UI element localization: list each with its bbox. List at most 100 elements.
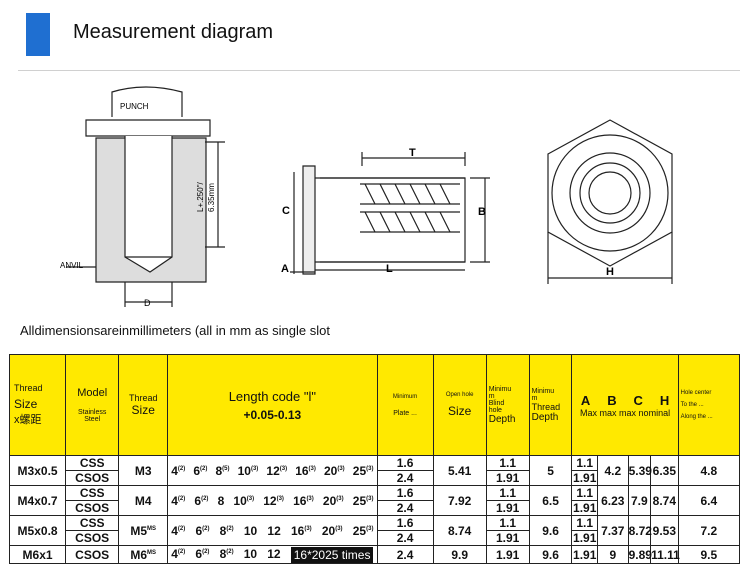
header-length-code-text: Length code "l" [228,388,316,404]
length-code-note: (3) [304,525,312,532]
cell-center: 9.5 [677,545,741,564]
cell-center: 4.8 [677,455,741,486]
cell-thread: M6MS [118,545,169,564]
cell-thread-depth: 6.5 [528,485,573,516]
cell-thread-depth: 9.6 [528,545,573,564]
cell-h: 8.74 [650,485,679,516]
header-steel-text: Steel [84,416,101,423]
cell-thread: M5MS [118,515,169,546]
header-abch: A B C H Max max max nominal [571,354,679,456]
cell-thread-depth: 9.6 [528,515,573,546]
blind-2: 1.91 [486,530,529,545]
cell-b: 6.23 [596,485,629,516]
blind-1: 1.1 [499,456,516,470]
cell-plate: 2.4 [376,545,434,564]
plate-1: 1.6 [396,486,414,500]
cell-thread-depth: 5 [528,455,573,486]
header-thread2-text: Thread [128,393,158,403]
header-thread3-text: Thread [531,401,561,412]
cell-lengths: 4(2)6(2)8(5)10(3)12(3)16(3)20(3)25(3) [167,455,378,486]
length-code-value: 25(3) [352,523,374,538]
length-note-2: 6.35mm [207,183,216,212]
table-header-row: Thread Size x螺距 Model Stainless Steel Th… [8,354,741,456]
length-code-value: 10(3) [233,493,255,508]
length-code-value: 16(3) [295,463,316,478]
length-code-note: (2) [177,495,186,502]
length-code-value: 16(3) [290,523,312,538]
model-1: CSS [79,516,105,530]
header-model: Model Stainless Steel [65,354,120,456]
cell-hole: 7.92 [432,485,487,516]
length-code-value: 4(2) [171,546,186,561]
length-code-note: (2) [202,525,210,532]
cell-h: 11.11 [650,545,680,564]
b-label: B [478,206,486,218]
header-open-hole: Open hole Size [432,354,487,456]
thread-text: M6 [130,547,148,562]
header-pitch-text: x螺距 [14,414,42,426]
cell-c: 7.9 [627,485,652,516]
header-blind-depth: Minimu m Blind hole Depth [485,354,530,456]
length-code-note: (3) [306,495,314,502]
highlight-badge: 16*2025 times [290,546,374,563]
length-code-value: 6(2) [195,523,210,538]
header-to-the-text: To the ... [680,402,704,408]
cell-b: 7.37 [596,515,629,546]
length-code-value: 20(3) [321,523,343,538]
t-label: T [409,147,416,159]
length-code-note: (3) [336,495,344,502]
header-along-text: Along the ... [680,414,713,420]
accent-bar [26,13,50,56]
length-code-note: (3) [366,495,374,502]
length-code-value: 8(2) [219,546,234,561]
length-code-value: 10 [243,546,258,561]
anvil-label: ANVIL [60,261,84,270]
header-open-size-text: Size [448,404,472,418]
header-h: H [659,392,670,408]
h-label: H [606,266,614,278]
length-code-note: (2) [177,548,186,555]
header-hole-text: hole [488,406,502,414]
header-plate-text: Plate ... [393,409,417,417]
length-code-note: (2) [202,548,210,555]
length-code-value: 12(3) [263,493,284,508]
length-code-note: (3) [335,525,343,532]
length-code-value: 12 [267,546,281,561]
spec-table: Thread Size x螺距 Model Stainless Steel Th… [8,354,741,564]
header-a: A [580,392,591,408]
plate-1: 1.6 [396,456,414,470]
cell-h: 9.53 [650,515,679,546]
cell-size: M4x0.7 [8,485,67,516]
hex-top-view [547,119,673,284]
divider [18,70,740,71]
header-min-blind-2: m [488,392,495,400]
cell-blind: 1.91 [485,545,530,564]
a-2: 1.91 [572,530,597,545]
length-code-note: (2) [226,525,234,532]
page-title: Measurement diagram [73,21,274,43]
length-code-value: 8(5) [215,463,230,478]
blind-1: 1.1 [499,516,516,530]
header-open-hole-text: Open hole [445,392,474,398]
punch-label: PUNCH [120,102,149,111]
length-code-note: (2) [177,465,186,472]
standoff-drawing [290,152,490,275]
length-code-value: 6(2) [193,463,208,478]
cell-c: 9.89 [627,545,652,564]
thread-sup: MS [147,525,157,532]
header-stainless-text: Stainless [77,409,107,416]
length-code-value: 20(3) [323,463,345,478]
a-1: 1.1 [576,486,594,500]
length-code-value: 25(3) [352,493,374,508]
plate-1: 1.6 [396,516,414,530]
